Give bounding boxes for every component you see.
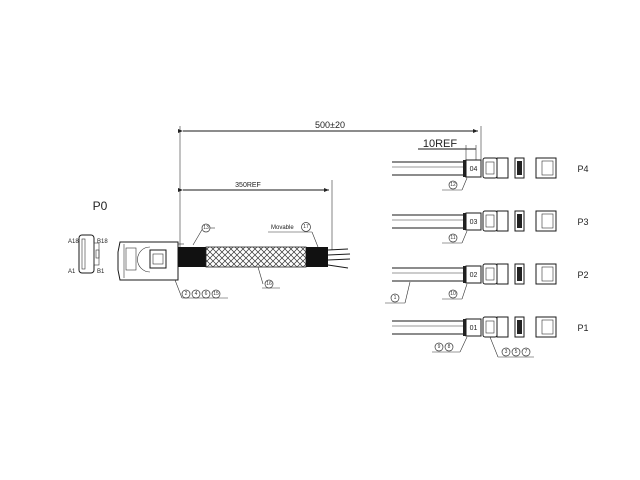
breakout-length-label: 350REF bbox=[235, 182, 261, 189]
movable-callout: Movable 17 bbox=[268, 222, 319, 248]
callout-boot: 13 bbox=[192, 223, 215, 246]
svg-text:16: 16 bbox=[266, 281, 272, 287]
pin-a1: A1 bbox=[68, 269, 76, 275]
svg-text:15: 15 bbox=[213, 291, 219, 297]
host-port-label: P0 bbox=[93, 199, 108, 213]
svg-text:6: 6 bbox=[205, 291, 208, 297]
branch-p1: 01 P1 9 8 3 5 7 bbox=[392, 316, 589, 358]
pin-b18: B18 bbox=[97, 239, 108, 245]
cable-assembly bbox=[178, 246, 351, 269]
label-offset-dimension: 10REF bbox=[418, 138, 477, 178]
svg-text:17: 17 bbox=[303, 224, 309, 230]
callout-wire: 1 bbox=[385, 281, 411, 304]
svg-text:7: 7 bbox=[525, 349, 528, 355]
label-tag-p4: 04 bbox=[470, 166, 478, 173]
svg-text:11: 11 bbox=[450, 235, 455, 241]
svg-text:1: 1 bbox=[394, 295, 397, 301]
svg-text:3: 3 bbox=[505, 349, 508, 355]
port-label-p2: P2 bbox=[577, 270, 588, 280]
svg-text:10: 10 bbox=[450, 291, 456, 297]
label-offset-text: 10REF bbox=[423, 138, 458, 150]
port-label-p3: P3 bbox=[577, 217, 588, 227]
svg-text:12: 12 bbox=[450, 182, 456, 188]
callout-plug-parts: 2 4 6 15 bbox=[174, 279, 228, 299]
svg-text:8: 8 bbox=[448, 344, 451, 350]
port-label-p4: P4 bbox=[577, 164, 588, 174]
callout-sleeve: 16 bbox=[257, 266, 280, 289]
label-tag-p2: 02 bbox=[470, 272, 478, 279]
pin-a18: A18 bbox=[68, 239, 79, 245]
overall-length-label: 500±20 bbox=[315, 120, 345, 130]
host-connector-plug bbox=[117, 241, 184, 281]
branch-p2: 02 P2 10 1 bbox=[385, 263, 589, 304]
svg-text:9: 9 bbox=[438, 344, 441, 350]
branch-p4: 04 P4 12 bbox=[392, 157, 589, 191]
label-tag-p1: 01 bbox=[470, 325, 478, 332]
breakout-dimension: 350REF bbox=[178, 180, 333, 250]
svg-text:2: 2 bbox=[185, 291, 188, 297]
port-label-p1: P1 bbox=[577, 323, 588, 333]
label-tag-p3: 03 bbox=[470, 219, 478, 226]
host-connector-face: A18 B18 A1 B1 bbox=[68, 234, 108, 275]
svg-text:5: 5 bbox=[515, 349, 518, 355]
movable-label: Movable bbox=[271, 225, 294, 231]
pin-b1: B1 bbox=[97, 269, 105, 275]
svg-text:4: 4 bbox=[195, 291, 198, 297]
svg-text:13: 13 bbox=[203, 225, 209, 231]
branch-p3: 03 P3 11 bbox=[392, 210, 589, 244]
